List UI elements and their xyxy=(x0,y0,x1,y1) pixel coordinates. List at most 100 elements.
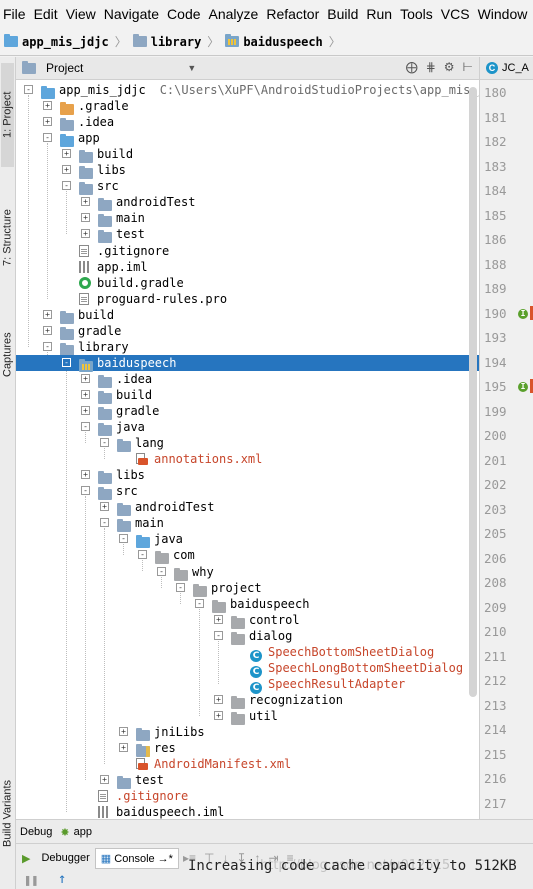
project-tool-tab[interactable]: 1: Project xyxy=(1,63,14,167)
tree-item-src[interactable]: -src xyxy=(16,178,479,196)
tab-debugger[interactable]: Debugger xyxy=(41,852,90,864)
tab-console[interactable]: ▦ Console →* xyxy=(94,847,179,869)
expand-toggle-icon[interactable]: + xyxy=(43,101,52,111)
captures-tool-tab[interactable]: Captures xyxy=(1,313,14,397)
collapse-toggle-icon[interactable]: - xyxy=(100,518,109,528)
implements-marker-icon[interactable]: I xyxy=(518,308,528,319)
menu-item-edit[interactable]: Edit xyxy=(33,6,58,22)
step-into-icon[interactable]: ↓ xyxy=(222,851,229,865)
expand-toggle-icon[interactable]: + xyxy=(81,373,90,383)
tree-item-dialog[interactable]: -dialog xyxy=(16,628,479,645)
expand-toggle-icon[interactable]: + xyxy=(81,470,90,480)
tree-item-java[interactable]: -java xyxy=(16,419,479,437)
hide-panel-icon[interactable]: ⊢ xyxy=(462,60,473,74)
menu-item-run[interactable]: Run xyxy=(366,6,393,22)
menu-item-analyze[interactable]: Analyze xyxy=(208,6,259,22)
scroll-from-source-icon[interactable]: ⨁ xyxy=(405,60,418,74)
tree-item-test[interactable]: +test xyxy=(16,772,479,790)
implements-marker-icon[interactable]: I xyxy=(518,382,528,392)
collapse-toggle-icon[interactable]: - xyxy=(62,181,71,191)
expand-toggle-icon[interactable]: + xyxy=(81,406,90,415)
expand-toggle-icon[interactable]: + xyxy=(62,149,71,159)
menu-item-refactor[interactable]: Refactor xyxy=(266,6,320,22)
tree-item-build[interactable]: +build xyxy=(16,307,479,324)
tree-item-app-iml[interactable]: app.iml xyxy=(16,259,479,275)
tree-item-idea[interactable]: +.idea xyxy=(16,114,479,132)
force-step-into-icon[interactable]: ↧ xyxy=(236,851,247,865)
expand-toggle-icon[interactable]: + xyxy=(214,694,223,704)
tree-item-java[interactable]: -java xyxy=(16,531,479,549)
tree-item-proguard-rules-pro[interactable]: proguard-rules.pro xyxy=(16,291,479,307)
tree-item-androidtest[interactable]: +androidTest xyxy=(16,194,479,212)
expand-toggle-icon[interactable]: + xyxy=(119,743,128,753)
menu-item-tools[interactable]: Tools xyxy=(400,6,433,22)
step-out-icon[interactable]: ↑ xyxy=(254,851,261,865)
tree-item-androidtest[interactable]: +androidTest xyxy=(16,499,479,517)
tree-item-why[interactable]: -why xyxy=(16,564,479,581)
collapse-toggle-icon[interactable]: - xyxy=(43,133,52,143)
expand-toggle-icon[interactable]: + xyxy=(81,389,90,399)
menu-item-build[interactable]: Build xyxy=(327,6,359,22)
expand-toggle-icon[interactable]: + xyxy=(119,727,128,736)
run-to-cursor-icon[interactable]: ⇥ xyxy=(268,851,279,865)
tree-item-androidmanifest-xml[interactable]: AndroidManifest.xml xyxy=(16,756,479,772)
menu-item-vcs[interactable]: VCS xyxy=(440,6,470,22)
editor-tab[interactable]: C JC_A xyxy=(480,57,533,80)
tree-item-util[interactable]: +util xyxy=(16,708,479,725)
menu-item-file[interactable]: File xyxy=(3,6,26,22)
tree-item-idea[interactable]: +.idea xyxy=(16,371,479,388)
expand-toggle-icon[interactable]: + xyxy=(81,213,90,223)
tree-item-gitignore[interactable]: .gitignore xyxy=(16,788,479,804)
collapse-toggle-icon[interactable]: - xyxy=(81,422,90,432)
collapse-toggle-icon[interactable]: - xyxy=(62,357,71,367)
project-view-selector[interactable]: Project xyxy=(46,61,84,75)
tree-item-lang[interactable]: -lang xyxy=(16,435,479,453)
tree-item-main[interactable]: -main xyxy=(16,515,479,533)
tree-item-jnilibs[interactable]: +jniLibs xyxy=(16,724,479,741)
tree-item-library[interactable]: -library xyxy=(16,339,479,356)
expand-toggle-icon[interactable]: + xyxy=(62,165,71,175)
collapse-toggle-icon[interactable]: - xyxy=(43,341,52,351)
collapse-toggle-icon[interactable]: - xyxy=(24,85,33,94)
chevron-down-icon[interactable]: ▼ xyxy=(187,63,197,73)
tree-item-libs[interactable]: +libs xyxy=(16,467,479,485)
collapse-toggle-icon[interactable]: - xyxy=(214,630,223,640)
expand-toggle-icon[interactable]: + xyxy=(43,117,52,127)
collapse-toggle-icon[interactable]: - xyxy=(138,550,147,560)
tree-item-app[interactable]: -app xyxy=(16,130,479,148)
menu-item-code[interactable]: Code xyxy=(167,6,201,22)
tree-item-build[interactable]: +build xyxy=(16,146,479,164)
tree-item-control[interactable]: +control xyxy=(16,612,479,629)
debug-config-name[interactable]: app xyxy=(73,826,92,838)
tree-item-src[interactable]: -src xyxy=(16,483,479,501)
tree-item-annotations-xml[interactable]: annotations.xml xyxy=(16,451,479,467)
expand-toggle-icon[interactable]: + xyxy=(43,325,52,335)
tree-item-project[interactable]: -project xyxy=(16,580,479,597)
collapse-toggle-icon[interactable]: - xyxy=(195,598,204,608)
menu-item-window[interactable]: Window xyxy=(477,6,528,22)
step-over-icon[interactable]: ⊤ xyxy=(204,851,215,865)
tree-item-libs[interactable]: +libs xyxy=(16,162,479,180)
gear-icon[interactable]: ⚙ xyxy=(443,60,455,74)
collapse-toggle-icon[interactable]: - xyxy=(119,534,128,544)
collapse-toggle-icon[interactable]: - xyxy=(81,486,90,496)
show-execution-point-icon[interactable]: ▸≡ xyxy=(182,851,196,865)
pause-icon[interactable]: ❚❚ xyxy=(24,873,39,887)
collapse-toggle-icon[interactable]: - xyxy=(157,566,166,576)
build-variants-tool-tab[interactable]: Build Variants xyxy=(1,757,14,869)
tree-item-test[interactable]: +test xyxy=(16,226,479,244)
tree-item-baiduspeech[interactable]: -baiduspeech xyxy=(16,354,479,372)
tree-item-res[interactable]: +res xyxy=(16,740,479,758)
collapse-toggle-icon[interactable]: - xyxy=(100,438,109,448)
evaluate-icon[interactable]: ≡ xyxy=(286,851,294,865)
tree-item-gitignore[interactable]: .gitignore xyxy=(16,243,479,259)
collapse-all-icon[interactable]: ⋕ xyxy=(425,60,436,74)
expand-toggle-icon[interactable]: + xyxy=(43,309,52,319)
expand-toggle-icon[interactable]: + xyxy=(214,710,223,720)
tree-item-gradle[interactable]: +gradle xyxy=(16,323,479,340)
resume-icon[interactable]: ▶ xyxy=(22,852,31,865)
tree-item-build[interactable]: +build xyxy=(16,387,479,404)
scroll-up-icon[interactable]: ↑ xyxy=(58,871,67,887)
